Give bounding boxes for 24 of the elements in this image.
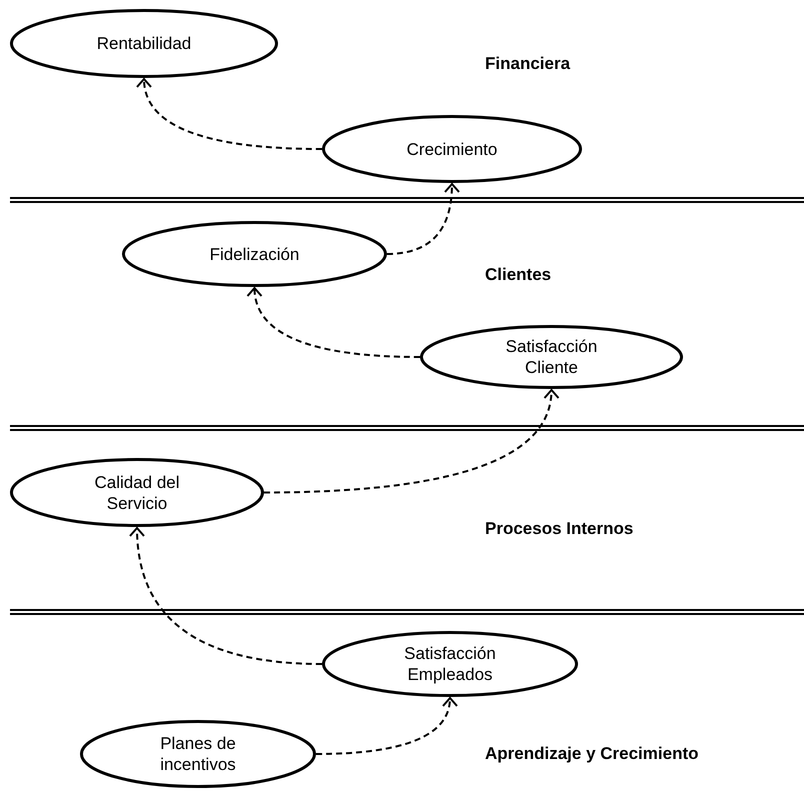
node-label: Planes de incentivos [159, 733, 237, 775]
dashed-arrow [247, 287, 420, 358]
lane-title: Aprendizaje y Crecimiento [485, 744, 699, 764]
node-label: Rentabilidad [96, 33, 192, 54]
dashed-arrow [386, 183, 460, 255]
lane-title: Procesos Internos [485, 519, 634, 539]
node-label: Calidad del Servicio [93, 472, 181, 514]
lane-title: Financiera [485, 54, 570, 74]
ellipse-node [10, 458, 264, 527]
ellipse-node [322, 631, 578, 697]
node-label: Satisfacción Cliente [504, 336, 598, 378]
ellipse-node [10, 9, 278, 78]
dashed-arrow [136, 78, 322, 150]
ellipse-node [80, 720, 316, 788]
ellipse-node [420, 325, 683, 389]
dashed-arrow [316, 697, 458, 755]
node-label: Satisfacción Empleados [403, 643, 497, 685]
dashed-arrow [129, 527, 322, 665]
node-label: Fidelización [210, 244, 300, 264]
ellipse-node [122, 221, 387, 287]
node-label: Crecimiento [406, 138, 498, 160]
lane-title: Clientes [485, 265, 552, 285]
dashed-arrow [264, 389, 558, 494]
ellipse-node [322, 115, 582, 183]
